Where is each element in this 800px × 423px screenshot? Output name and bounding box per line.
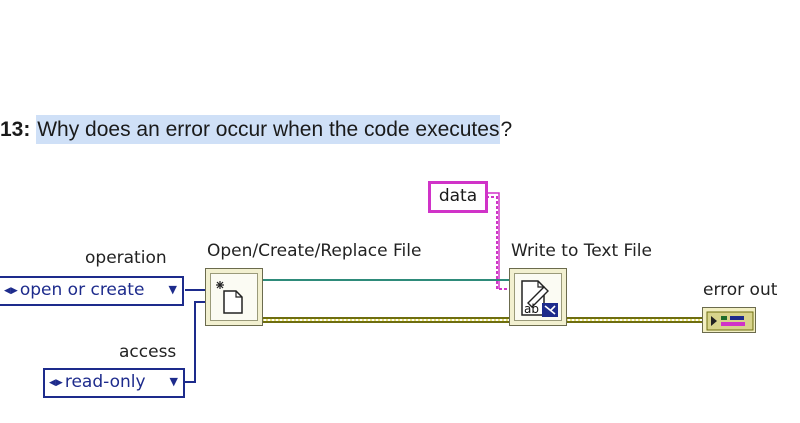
operation-value: open or create: [19, 280, 145, 300]
access-enum-constant[interactable]: ◀▶read-only ▼: [43, 368, 185, 398]
write-to-text-file-vi[interactable]: ab: [509, 268, 567, 326]
access-value: read-only: [64, 372, 146, 392]
open-create-replace-file-vi[interactable]: [205, 268, 263, 326]
new-file-icon: [216, 281, 243, 314]
access-label: access: [119, 342, 177, 362]
error-cluster-icon: [706, 311, 754, 331]
question-number: 13:: [0, 118, 31, 141]
open-file-label: Open/Create/Replace File: [207, 241, 422, 261]
write-file-label: Write to Text File: [511, 241, 652, 261]
increment-arrows-icon[interactable]: ◀▶: [4, 286, 18, 296]
increment-arrows-icon[interactable]: ◀▶: [49, 378, 63, 388]
data-constant-text: data: [438, 186, 478, 206]
string-wire: [486, 196, 511, 290]
question-highlight: Why does an error occur when the code ex…: [36, 115, 501, 144]
access-wire: [185, 301, 205, 383]
question-suffix: ?: [500, 118, 513, 141]
question-text: 13: Why does an error occur when the cod…: [0, 112, 512, 148]
error-wire-1: [262, 317, 511, 323]
error-out-label: error out: [703, 280, 778, 300]
error-out-indicator[interactable]: [702, 307, 756, 333]
dropdown-arrow-icon[interactable]: ▼: [168, 283, 177, 296]
data-string-constant[interactable]: data: [428, 181, 488, 213]
dropdown-arrow-icon[interactable]: ▼: [169, 375, 178, 388]
write-text-icon: [521, 280, 558, 317]
error-wire-2: [566, 317, 702, 323]
operation-label: operation: [85, 248, 167, 268]
write-icon-text: ab: [524, 302, 539, 316]
operation-enum-constant[interactable]: ◀▶open or create ▼: [0, 276, 184, 306]
